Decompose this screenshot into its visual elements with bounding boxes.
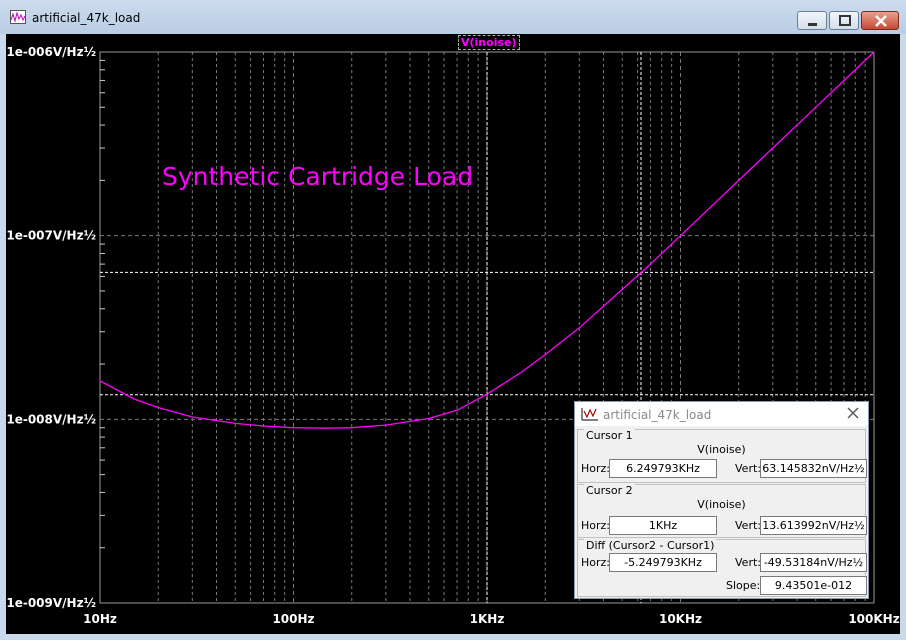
y-tick-label: 1e-006V/Hz½ <box>6 45 96 59</box>
diff-vert-label: Vert: <box>735 556 761 569</box>
data-point <box>772 147 774 149</box>
cursor1-vert-label: Vert: <box>735 462 761 475</box>
data-point <box>486 393 488 395</box>
x-tick-label: 10Hz <box>83 612 117 626</box>
data-point <box>351 427 353 429</box>
y-tick-label: 1e-009V/Hz½ <box>6 596 96 610</box>
data-point <box>713 202 716 204</box>
data-point <box>456 409 458 411</box>
data-point <box>649 263 652 265</box>
cursor1-signal: V(inoise) <box>697 443 746 456</box>
diff-label: Diff (Cursor2 - Cursor1) <box>584 539 717 552</box>
data-point <box>621 288 623 290</box>
cursor2-horz-label: Horz: <box>581 519 611 532</box>
data-point <box>520 371 522 374</box>
data-point <box>191 416 193 418</box>
cursor1-horz-label: Horz: <box>581 462 611 475</box>
close-icon[interactable] <box>846 406 860 420</box>
y-tick-label: 1e-008V/Hz½ <box>6 412 96 426</box>
cursor2-vert-label: Vert: <box>735 519 761 532</box>
data-point <box>262 425 265 427</box>
diff-horz-field[interactable]: -5.249793KHz <box>609 553 717 572</box>
data-point <box>873 51 875 53</box>
plot-annotation[interactable]: Synthetic Cartridge Load <box>162 162 474 191</box>
data-point <box>385 424 387 426</box>
maximize-button[interactable] <box>829 11 859 30</box>
data-point <box>544 354 546 356</box>
cursor1-label: Cursor 1 <box>584 429 635 442</box>
diff-group: Diff (Cursor2 - Cursor1) Horz: -5.249793… <box>577 539 867 597</box>
trace-label[interactable]: V(inoise) <box>458 35 520 50</box>
maximize-icon <box>839 15 851 26</box>
data-point <box>843 79 845 82</box>
noise-plot[interactable]: 1e-006V/Hz½ 1e-007V/Hz½ 1e-008V/Hz½ 1e-009V… <box>6 34 900 634</box>
cursor2-label: Cursor 2 <box>584 484 635 497</box>
data-point <box>738 179 740 181</box>
data-point <box>99 380 101 382</box>
diff-horz-label: Horz: <box>581 556 611 569</box>
data-point <box>326 427 329 429</box>
x-tick-label: 100Hz <box>272 612 314 626</box>
cursor-panel-title-bar[interactable]: artificial_47k_load <box>575 402 868 426</box>
data-point <box>234 422 236 425</box>
data-point <box>578 327 580 329</box>
data-point <box>815 106 817 108</box>
cursor-waveform-icon <box>581 408 598 421</box>
diff-slope-label: Slope: <box>726 579 761 592</box>
x-tick-label: 10KHz <box>659 612 702 626</box>
data-point <box>157 406 159 409</box>
close-icon <box>875 15 887 27</box>
cursor2-horz-field[interactable]: 1KHz <box>609 516 717 535</box>
cursor1-group: Cursor 1 V(inoise) Horz: 6.249793KHz Ver… <box>577 429 867 483</box>
data-point <box>679 235 682 237</box>
cursor1-vert-field[interactable]: 63.145832nV/Hz½ <box>760 459 867 478</box>
minimize-button[interactable] <box>797 11 827 30</box>
minimize-icon <box>808 23 817 26</box>
cursor2-vert-field[interactable]: 13.613992nV/Hz½ <box>760 516 867 535</box>
data-point <box>133 398 135 400</box>
waveform-app-icon <box>10 10 26 24</box>
diff-vert-field[interactable]: -49.53184nV/Hz½ <box>760 553 867 572</box>
diff-slope-field[interactable]: 9.43501e-012 <box>760 576 867 595</box>
title-bar[interactable]: artificial_47k_load <box>0 0 906 34</box>
x-tick-label: 1KHz <box>470 612 505 626</box>
data-point <box>428 417 430 420</box>
cursor-panel-title: artificial_47k_load <box>603 408 712 422</box>
x-tick-label: 100KHz <box>848 612 899 626</box>
data-point <box>292 427 295 429</box>
y-tick-label: 1e-007V/Hz½ <box>6 229 96 243</box>
cursor2-signal: V(inoise) <box>697 498 746 511</box>
cursor-panel: artificial_47k_load Cursor 1 V(inoise) H… <box>574 401 869 599</box>
window-title: artificial_47k_load <box>32 11 141 25</box>
cursor1-horz-field[interactable]: 6.249793KHz <box>609 459 717 478</box>
close-window-button[interactable] <box>861 11 899 30</box>
cursor2-group: Cursor 2 V(inoise) Horz: 1KHz Vert: 13.6… <box>577 484 867 538</box>
